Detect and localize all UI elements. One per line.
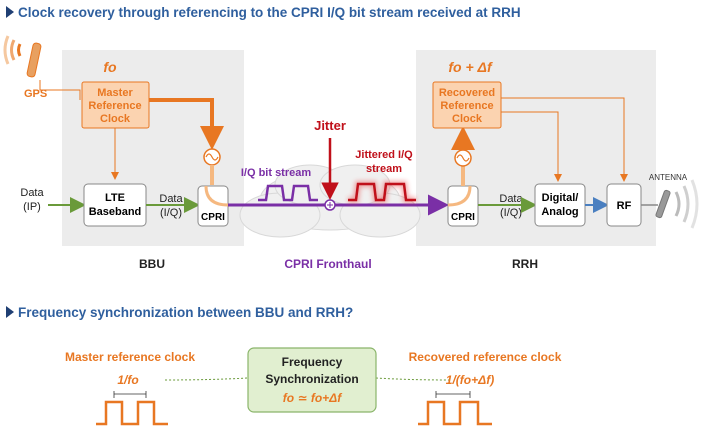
recovered-clock-box — [432, 81, 502, 129]
data-iq-right-line2: (I/Q) — [500, 207, 522, 219]
recovered-to-rf-arrow — [501, 97, 628, 182]
jittered-label-line2: stream — [366, 163, 402, 175]
master-clock-line3: Clock — [100, 113, 131, 125]
cpri-left-clock-curve — [204, 185, 229, 207]
da-line1: Digital/ — [542, 192, 579, 204]
lte-line1: LTE — [105, 192, 125, 204]
data-iq-left-line2: (I/Q) — [160, 207, 182, 219]
frequency-sync-box — [247, 347, 377, 413]
sync-line2: Synchronization — [265, 372, 358, 386]
title-bullet-icon — [6, 6, 14, 18]
digital-analog-box — [534, 183, 586, 227]
da-line2: Analog — [541, 206, 578, 218]
recovered-line2: Reference — [440, 100, 493, 112]
master-clock-line1: Master — [97, 87, 133, 99]
jittered-label-line1: Jittered I/Q — [355, 149, 413, 161]
cpri-right-clock-curve — [447, 185, 472, 207]
sync-line3: fo ≃ fo+Δf — [283, 391, 342, 405]
recovered-line3: Clock — [452, 113, 483, 125]
recovered-line1: Recovered — [439, 87, 495, 99]
data-iq-left-line1: Data — [159, 193, 183, 205]
gps-antenna-icon — [3, 35, 42, 78]
fo-df-label: fo + Δf — [448, 59, 493, 75]
recovered-to-da-arrow — [501, 111, 562, 182]
master-to-sync-link — [164, 377, 249, 381]
cpri-right-label: CPRI — [451, 212, 475, 223]
top-title: Clock recovery through referencing to th… — [6, 5, 521, 20]
antenna-label: ANTENNA — [649, 173, 688, 182]
lte-line2: Baseband — [89, 206, 142, 218]
data-ip-line1: Data — [20, 187, 44, 199]
master-clock-waveform — [96, 391, 168, 426]
rf-label: RF — [617, 200, 632, 212]
sync-to-recovered-link — [375, 377, 451, 381]
gps-link — [39, 80, 81, 100]
master-clock-line2: Reference — [88, 100, 141, 112]
oscillator-icon-right — [454, 149, 472, 167]
jitter-sum-node — [324, 199, 336, 211]
fo-label: fo — [103, 59, 117, 75]
iq-stream-label: I/Q bit stream — [241, 167, 312, 179]
master-period-label: 1/fo — [117, 373, 138, 387]
iq-pulses — [258, 184, 318, 202]
rrh-label: RRH — [512, 257, 538, 271]
sync-line1: Frequency — [282, 355, 343, 369]
oscillator-icon-left — [203, 148, 221, 166]
antenna-icon — [655, 179, 699, 229]
top-title-text: Clock recovery through referencing to th… — [18, 5, 521, 20]
master-ref-label: Master reference clock — [65, 350, 195, 364]
bbu-label: BBU — [139, 257, 165, 271]
data-ip-line2: (IP) — [23, 201, 41, 213]
data-iq-right-line1: Data — [499, 193, 523, 205]
master-to-cpri-arrow — [149, 98, 224, 150]
recovered-period-label: 1/(fo+Δf) — [446, 373, 494, 387]
recovered-clock-waveform — [418, 391, 492, 426]
lte-baseband-box — [83, 183, 147, 227]
recovered-ref-label: Recovered reference clock — [409, 350, 562, 364]
bottom-title: Frequency synchronization between BBU an… — [6, 305, 353, 320]
cpri-left-label: CPRI — [201, 212, 225, 223]
bottom-bullet-icon — [6, 306, 14, 318]
gps-label: GPS — [24, 88, 47, 100]
fronthaul-label: CPRI Fronthaul — [284, 257, 371, 271]
jitter-label: Jitter — [314, 118, 346, 133]
bottom-title-text: Frequency synchronization between BBU an… — [18, 305, 353, 320]
jittered-pulses — [348, 182, 416, 202]
